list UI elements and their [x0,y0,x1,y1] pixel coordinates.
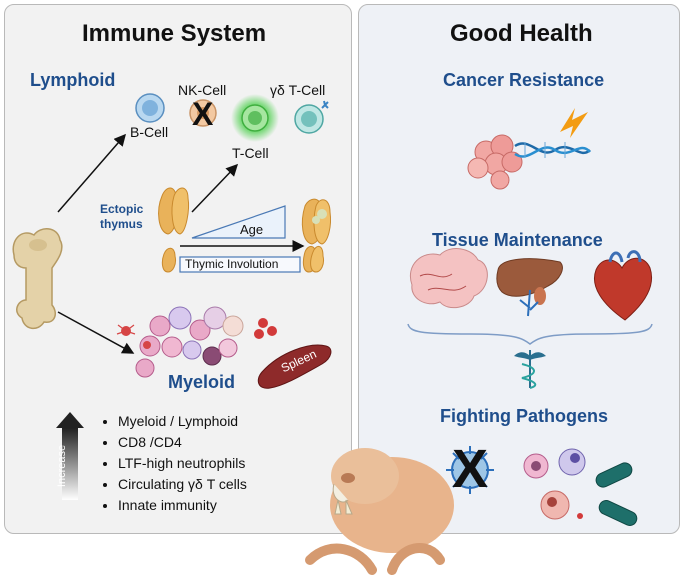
immune-system-title: Immune System [82,20,267,47]
brain-icon [409,248,488,309]
arrow-to-lymphoid [57,133,126,213]
list-item: LTF-high neutrophils [118,453,247,474]
gd-t-cell-label: γδ T-Cell [270,82,326,98]
thymic-involution-label: Thymic Involution [185,257,279,271]
ectopic-line1: Ectopic [100,202,144,216]
t-cell-label: T-Cell [232,145,269,161]
fighting-pathogens-heading: Fighting Pathogens [440,406,608,426]
good-health-title: Good Health [450,20,593,47]
brace [407,323,653,345]
heart-icon [594,250,652,321]
arrow-to-t-cell [191,163,239,213]
nk-cell-icon [189,99,217,127]
nk-x-mark: X [192,96,214,132]
tumor-icon [467,134,523,190]
ectopic-line2: thymus [100,217,143,231]
caduceus-icon [514,350,546,389]
liver-icon [496,258,563,317]
list-item: Myeloid / Lymphoid [118,411,247,432]
increase-label: Increase [56,444,69,488]
spleen-icon [257,344,332,389]
age-label: Age [240,222,264,237]
list-item: Innate immunity [118,495,247,516]
thymus-icon [158,187,331,273]
b-cell-icon [135,93,165,123]
lymphoid-label: Lymphoid [30,70,116,90]
increase-arrow [56,412,84,500]
virus-icon [446,446,494,494]
pathogen-x-mark: X [452,439,489,499]
naked-mole-rat-icon [305,448,454,575]
age-wedge [191,205,286,239]
arrow-to-myeloid [57,311,135,354]
lightning-icon [560,108,588,138]
b-cell-label: B-Cell [130,124,169,140]
myeloid-cluster-icon [116,306,277,378]
increase-list: Myeloid / Lymphoid CD8 /CD4 LTF-high neu… [100,411,247,516]
immune-cells-pathogen-icon [523,448,586,520]
gd-t-cell-icon [294,100,329,134]
myeloid-label: Myeloid [168,372,236,392]
ectopic-thymus-label: Ectopic thymus [100,202,143,232]
dna-icon [514,142,591,158]
list-item: Circulating γδ T cells [118,474,247,495]
t-cell-icon [231,94,279,142]
cancer-resistance-heading: Cancer Resistance [443,70,605,90]
thymic-involution-box [179,256,301,273]
list-item: CD8 /CD4 [118,432,247,453]
tissue-maintenance-heading: Tissue Maintenance [432,230,603,250]
bone-icon [12,228,63,330]
bacteria-icon [595,462,638,526]
nk-cell-label: NK-Cell [178,82,227,98]
